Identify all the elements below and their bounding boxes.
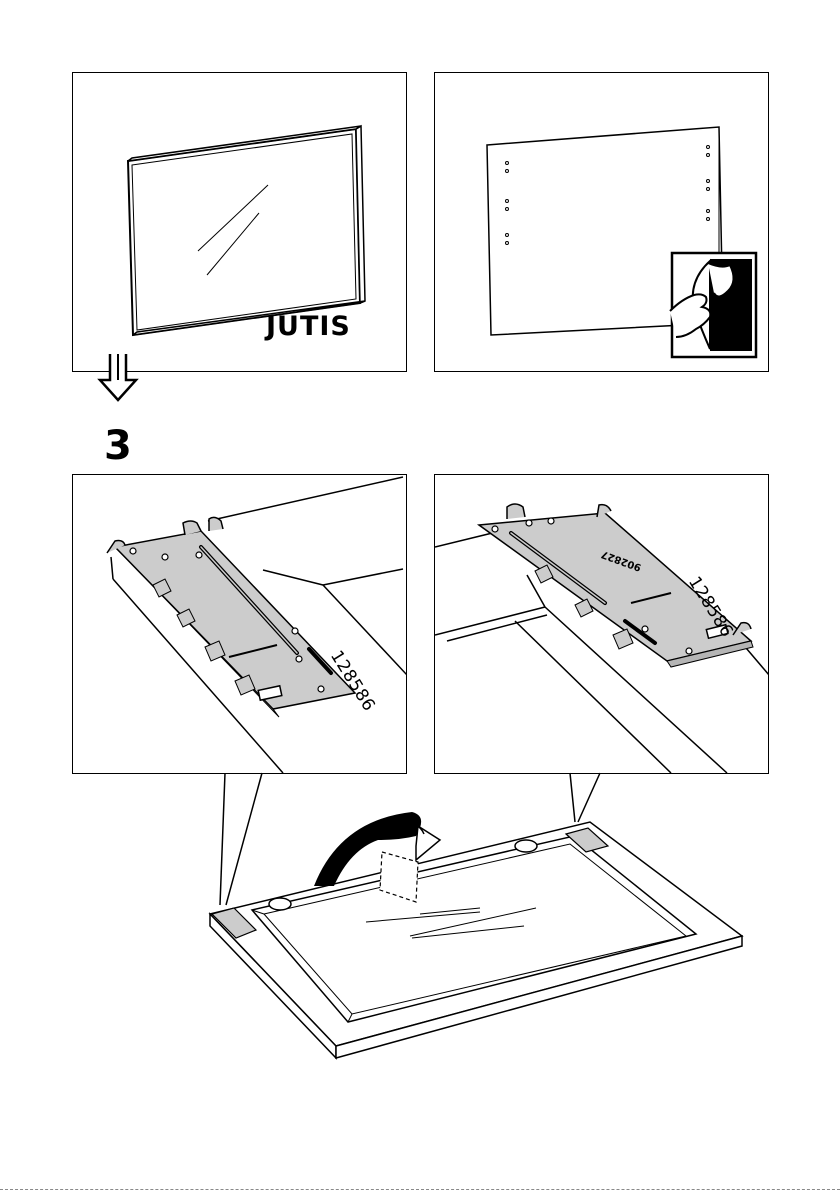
page-edge-line bbox=[0, 1189, 840, 1190]
frame-assembly-drawing bbox=[190, 790, 790, 1070]
